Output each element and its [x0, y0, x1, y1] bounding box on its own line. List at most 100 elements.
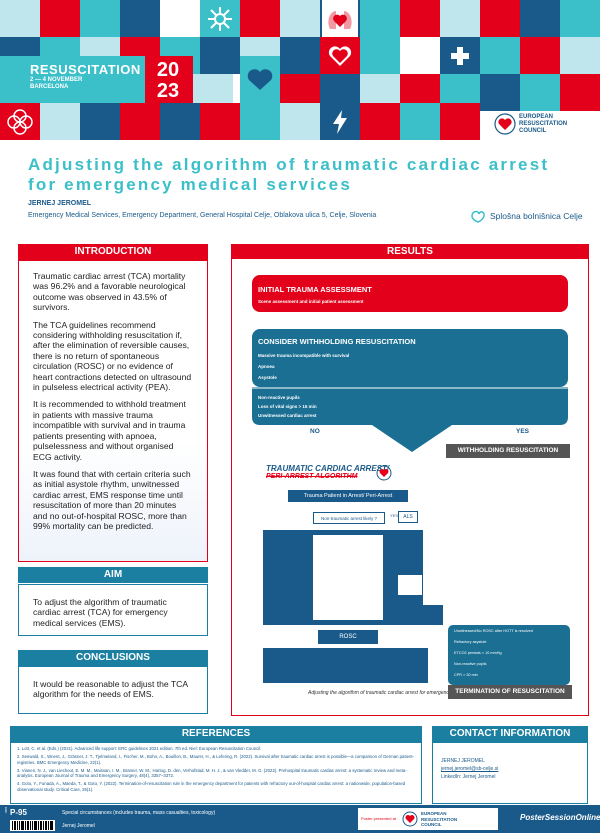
intro-paragraph: It was found that with certain criteria … [33, 468, 191, 531]
presented-at-label: Poster presented at [361, 816, 396, 821]
intro-paragraph: Traumatic cardiac arrest (TCA) mortality… [33, 271, 186, 313]
banner-tile [0, 0, 40, 37]
footer-presenter: Jernej Jeromel [62, 823, 95, 829]
reference-item: 1. Lott, C. et al. (Eds.) (2021). Advanc… [17, 746, 262, 751]
banner-tile [160, 103, 200, 140]
banner-tile [80, 103, 120, 140]
algo-title-struck: PERI-ARREST ALGORITHM [266, 473, 358, 480]
step3-item: Unwitnessed cardiac arrest [258, 413, 317, 418]
algo-right-link [398, 605, 443, 625]
banner-tile [440, 103, 480, 140]
banner-tile [400, 103, 440, 140]
banner-tile [360, 103, 400, 140]
intro-paragraph: It is recommended to withhold treatment … [33, 399, 186, 462]
year-background [145, 56, 193, 103]
termination-criterion: Refractory asystole [454, 640, 487, 644]
algo-rosc-box: ROSC [318, 630, 378, 644]
footer-erc-line: COUNCIL [421, 822, 442, 827]
algo-termination-criteria: Unwitnessed/No ROSC after HOTT is resolv… [448, 625, 570, 685]
banner-tile [160, 0, 200, 37]
banner-tile [200, 37, 240, 74]
banner-tile [560, 37, 600, 74]
contact-panel: JERNEJ JEROMEL jernej.jeromel@sb-celje.s… [432, 742, 588, 804]
termination-criterion: CPR > 30 min [454, 673, 478, 677]
brand-city: BARCELONA [30, 84, 69, 90]
conference-banner: RESUSCITATION 2 — 4 NOVEMBER BARCELONA 2… [0, 0, 600, 150]
contact-email[interactable]: jernej.jeromel@sb-celje.si [441, 766, 499, 772]
banner-tile [280, 0, 320, 37]
banner-tile [360, 0, 400, 37]
algo-erc-logo [376, 465, 392, 481]
presented-at-box: Poster presented at EUROPEAN RESUSCITATI… [358, 808, 498, 830]
yes-label: YES [516, 428, 530, 435]
barcode-icon [10, 820, 55, 831]
banner-tile [240, 0, 280, 37]
withholding-resuscitation-box: WITHHOLDING RESUSCITATION [446, 444, 570, 458]
banner-tile [240, 103, 280, 140]
algo-als-box: ALS [398, 511, 418, 523]
step2-item: Asystole [258, 375, 277, 380]
footer-erc-line: EUROPEAN [421, 811, 447, 816]
aim-heading: AIM [18, 567, 208, 583]
banner-tile [120, 0, 160, 37]
reference-item: 4. Goto, Y., Funada, A., Maeda, T., & Go… [17, 781, 406, 792]
step-initial-assessment: INITIAL TRAUMA ASSESSMENT Scene assessme… [252, 275, 568, 312]
algo-reversible-causes [313, 535, 383, 620]
termination-criterion: Non-reactive pupils [454, 662, 487, 666]
poster-title: Adjusting the algorithm of traumatic car… [28, 155, 550, 194]
step2-item: Apnoea [258, 364, 275, 369]
introduction-heading: INTRODUCTION [18, 244, 208, 260]
banner-tile [440, 0, 480, 37]
algo-title: TRAUMATIC CARDIAC ARREST/ [266, 464, 390, 473]
algo-patient-box: Trauma Patient in Arrest/ Peri-Arrest [288, 490, 408, 502]
algo-side-box [398, 575, 422, 595]
step3-arrow-shape [252, 387, 568, 452]
poster-session-online-logo: PosterSessionOnline [520, 813, 600, 822]
aim-panel: To adjust the algorithm of traumatic car… [18, 584, 208, 636]
aim-text: To adjust the algorithm of traumatic car… [33, 597, 168, 628]
heart-icon [320, 37, 360, 74]
conclusions-heading: CONCLUSIONS [18, 650, 208, 666]
contact-heading: CONTACT INFORMATION [432, 726, 588, 742]
erc-logo: EUROPEAN RESUSCITATION COUNCIL [494, 108, 594, 140]
reference-item: 3. Vianen, N. J., van Lieshout, E. M. M.… [17, 767, 407, 779]
step2-item: Massive trauma incompatible with surviva… [258, 353, 350, 358]
banner-tile [120, 103, 160, 140]
author-name: JERNEJ JEROMEL [28, 200, 92, 207]
footer-erc-text: EUROPEAN RESUSCITATION COUNCIL [421, 811, 457, 828]
poster-id: P-95 [10, 808, 27, 817]
conference-year: 20 23 [148, 60, 188, 104]
banner-tile [40, 103, 80, 140]
erc-line: RESUSCITATION [519, 120, 568, 127]
banner-tile [280, 103, 320, 140]
banner-tile [40, 0, 80, 37]
contact-linkedin[interactable]: LinkedIn: Jernej Jeromel [441, 774, 496, 780]
step2-title: CONSIDER WITHHOLDING RESUSCITATION [258, 337, 416, 346]
references-panel: 1. Lott, C. et al. (Eds.) (2021). Advanc… [10, 742, 422, 804]
references-heading: REFERENCES [10, 726, 422, 742]
banner-tile [80, 0, 120, 37]
brand-background [0, 56, 145, 103]
author-affiliation: Emergency Medical Services, Emergency De… [28, 212, 377, 219]
reference-item: 2. Seewald, S., Wnent, J., Gräsner, J. T… [17, 754, 414, 765]
conclusions-panel: It would be reasonable to adjust the TCA… [18, 666, 208, 714]
flower-icon [0, 103, 40, 140]
algo-yes: YES [390, 513, 399, 518]
contact-name: JERNEJ JEROMEL [441, 758, 485, 764]
footer-erc-icon [402, 811, 418, 827]
heart-outline-icon [240, 56, 280, 103]
banner-tile [480, 74, 520, 111]
hospital-logo: Splošna bolnišnica Celje [470, 209, 583, 223]
cross-icon [440, 37, 480, 74]
banner-tile [520, 0, 560, 37]
results-heading: RESULTS [231, 244, 589, 260]
step3-item: Non-reactive pupils [258, 395, 300, 400]
footer-erc-line: RESUSCITATION [421, 816, 458, 822]
brand-dates: 2 — 4 NOVEMBER [30, 77, 83, 83]
hospital-logo-icon [471, 210, 485, 223]
year-top: 20 [156, 59, 180, 81]
banner-tile [480, 0, 520, 37]
lungs-heart-icon [322, 0, 358, 37]
banner-tile [200, 103, 240, 140]
step1-subtitle: Scene assessment and initial patient ass… [258, 299, 364, 304]
